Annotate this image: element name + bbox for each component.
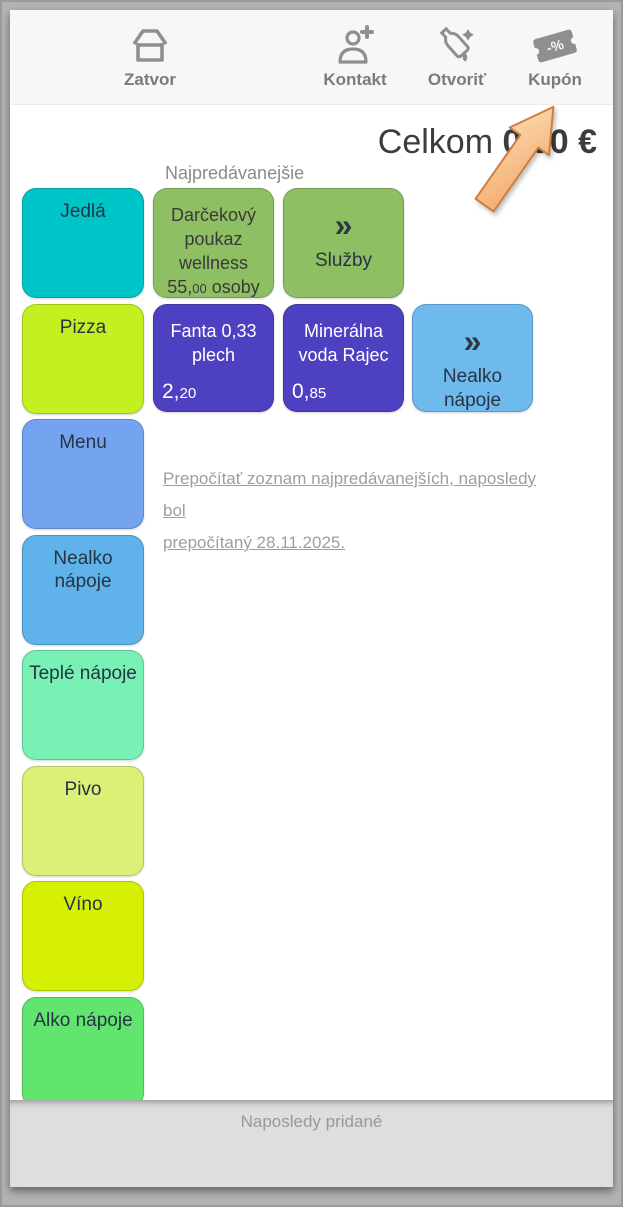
app-window: Zatvor Kontakt [10,10,613,1187]
person-add-icon [307,24,403,68]
total-value: 0,00 € [502,123,597,161]
toolbar-button-kupon[interactable]: -% Kupón [507,24,603,90]
product-name: Fanta 0,33 plech [170,321,257,365]
bestsellers-title: Najpredávanejšie [165,163,305,183]
category-button-alko-napoje[interactable]: Alko nápoje [22,997,144,1100]
hamburger-menu-button[interactable] [36,44,84,72]
toolbar-label: Kontakt [323,70,387,89]
bottle-icon [409,24,505,68]
coupon-icon: -% [507,24,603,68]
total-amount: Celkom 0,00 € [377,123,597,161]
toolbar-label: Otvoriť [427,70,487,89]
bestseller-more-nealko-napoje[interactable]: » Nealko nápoje [412,304,533,412]
recently-added-label: Naposledy pridané [240,1112,383,1131]
home-icon [102,24,198,68]
category-link-label: Nealko nápoje [442,366,503,411]
toolbar-button-otvorit[interactable]: Otvoriť [409,24,505,90]
recalculate-bestsellers-link[interactable]: Prepočítať zoznam najpredávanejších, nap… [163,469,537,552]
recently-added-panel[interactable]: Naposledy pridané [10,1100,613,1187]
double-chevron-icon: » [334,207,353,243]
category-link-label: Služby [314,250,373,271]
category-button-vino[interactable]: Víno [22,881,144,991]
product-name: Minerálna voda Rajec [298,321,389,365]
category-button-teple-napoje[interactable]: Teplé nápoje [22,650,144,760]
category-button-jedla[interactable]: Jedlá [22,188,144,298]
main-content: Celkom 0,00 € Najpredávanejšie Darčekový… [10,105,613,1100]
category-button-pizza[interactable]: Pizza [22,304,144,414]
toolbar-label: Kupón [528,70,582,89]
category-button-pivo[interactable]: Pivo [22,766,144,876]
toolbar-label: Zatvor [124,70,176,89]
bestseller-darcekovy-poukaz[interactable]: Darčekový poukaz wellness 55,00 osoby [153,188,274,298]
bestseller-mineralna-voda[interactable]: Minerálna voda Rajec 0,85 [283,304,404,412]
product-price: 2,20 [162,380,197,403]
toolbar-button-zatvor[interactable]: Zatvor [102,24,198,90]
toolbar: Zatvor Kontakt [10,10,613,105]
category-button-menu[interactable]: Menu [22,419,144,529]
double-chevron-icon: » [463,323,482,359]
toolbar-button-kontakt[interactable]: Kontakt [307,24,403,90]
product-name: Darčekový poukaz wellness [170,205,257,273]
svg-text:-%: -% [545,36,566,56]
product-price: 55,00 osoby [167,277,260,297]
category-button-nealko-napoje[interactable]: Nealko nápoje [22,535,144,645]
product-price: 0,85 [292,380,327,403]
bestseller-fanta[interactable]: Fanta 0,33 plech 2,20 [153,304,274,412]
bestseller-more-sluzby[interactable]: » Služby [283,188,404,298]
